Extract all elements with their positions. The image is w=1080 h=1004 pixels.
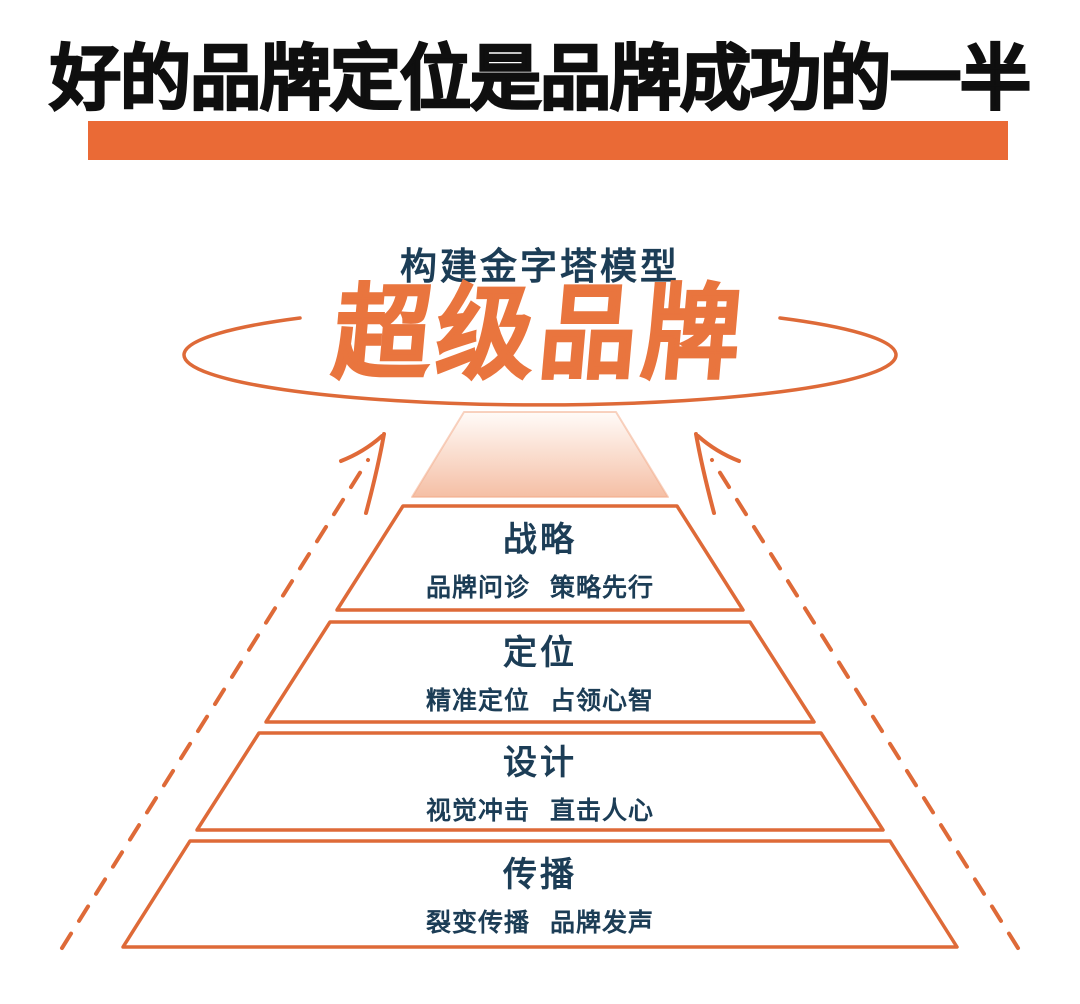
level-positioning: 定位 精准定位 占领心智 bbox=[0, 620, 1080, 722]
level-communication: 传播 裂变传播 品牌发声 bbox=[0, 839, 1080, 947]
ascend-dashed-line-left bbox=[60, 458, 370, 950]
arrowhead-left-icon bbox=[364, 432, 386, 515]
level-design-subtitle: 视觉冲击 直击人心 bbox=[426, 796, 654, 825]
accent-bar bbox=[88, 121, 1008, 160]
level-strategy-title: 战略 bbox=[503, 521, 577, 559]
model-subtitle: 构建金字塔模型 bbox=[400, 246, 680, 287]
arrowhead-left-icon bbox=[339, 434, 384, 463]
page-title: 好的品牌定位是品牌成功的一半 bbox=[49, 39, 1032, 120]
level-communication-subtitle: 裂变传播 品牌发声 bbox=[426, 909, 654, 937]
level-strategy-subtitle: 品牌问诊 策略先行 bbox=[426, 574, 654, 602]
arrowhead-right-icon bbox=[694, 432, 716, 515]
light-beam-apex bbox=[411, 411, 669, 498]
level-positioning-subtitle: 精准定位 占领心智 bbox=[426, 687, 654, 715]
pyramid-level-communication-shape bbox=[121, 839, 959, 949]
level-design-title: 设计 bbox=[503, 743, 577, 782]
pyramid-level-positioning-shape bbox=[264, 620, 816, 724]
halo-ellipse bbox=[182, 316, 898, 407]
level-design: 设计 视觉冲击 直击人心 bbox=[0, 731, 1080, 830]
pyramid-level-design-shape bbox=[195, 731, 885, 832]
pyramid-level-strategy-shape bbox=[335, 504, 745, 612]
level-positioning-title: 定位 bbox=[503, 634, 577, 672]
level-communication-title: 传播 bbox=[503, 856, 577, 894]
super-brand-logotype: 超级品牌 bbox=[328, 275, 752, 393]
ascend-dashed-line-right bbox=[710, 458, 1020, 950]
arrowhead-right-icon bbox=[696, 434, 741, 463]
level-strategy: 战略 品牌问诊 策略先行 bbox=[0, 506, 1080, 610]
